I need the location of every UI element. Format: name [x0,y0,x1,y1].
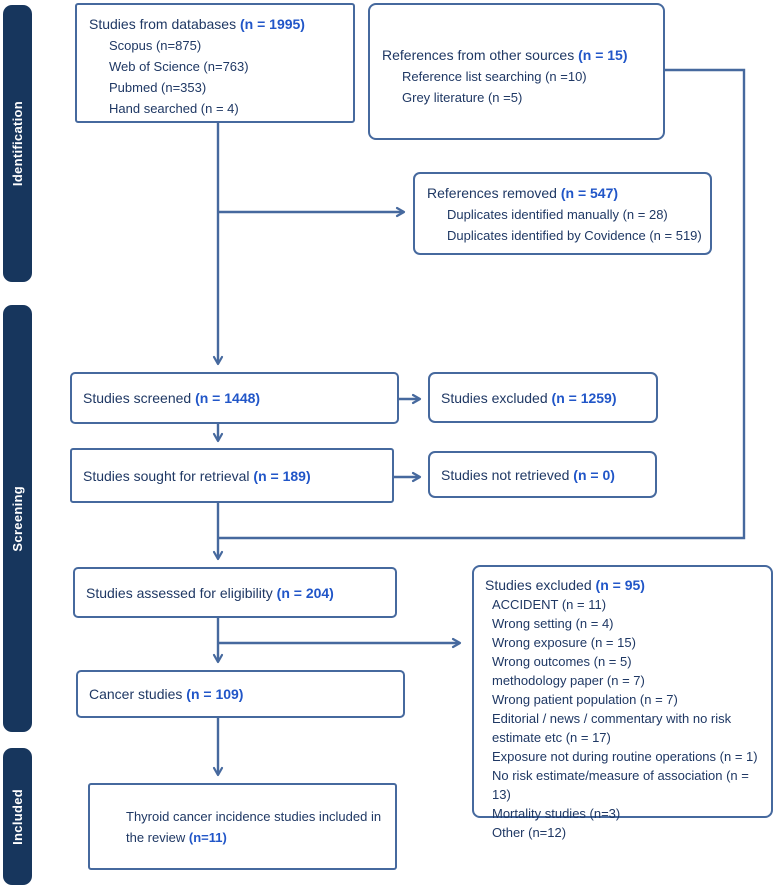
box-title: Thyroid cancer incidence studies include… [126,808,382,845]
count-badge: (n = 1448) [195,390,261,406]
stage-label-identification: Identification [10,100,25,187]
box-item: Other (n=12) [492,825,567,840]
box-studies-screened: Studies screened (n = 1448) [70,372,399,424]
box-studies-sought-retrieval: Studies sought for retrieval (n = 189) [70,448,394,503]
box-title: Studies excluded (n = 1259) [441,389,617,406]
box-studies-excluded-screening: Studies excluded (n = 1259) [428,372,658,423]
count-badge: (n = 15) [578,47,628,63]
count-badge: (n=11) [188,829,227,845]
box-item: Scopus (n=875) [109,38,202,53]
box-studies-not-retrieved: Studies not retrieved (n = 0) [428,451,657,498]
box-item: Wrong patient population (n = 7) [492,692,678,707]
box-studies-from-databases: Studies from databases (n = 1995) Scopus… [75,3,355,123]
box-references-removed: References removed (n = 547) Duplicates … [413,172,712,255]
box-item: ACCIDENT (n = 11) [492,597,607,612]
box-item: Reference list searching (n =10) [402,69,587,84]
box-item-list: Reference list searching (n =10) Grey lit… [402,66,659,108]
stage-bar-identification: Identification [3,5,32,282]
box-item: Hand searched (n = 4) [109,101,239,116]
count-badge: (n = 547) [560,185,619,201]
box-references-other-sources: References from other sources (n = 15) R… [368,3,665,140]
box-item: Mortality studies (n=3) [492,806,621,821]
stage-bar-screening: Screening [3,305,32,732]
box-item-list: Scopus (n=875) Web of Science (n=763) Pubm… [109,35,349,119]
box-title: Studies excluded (n = 95) [485,577,645,593]
box-item: Wrong setting (n = 4) [492,616,614,631]
box-item: methodology paper (n = 7) [492,673,645,688]
stage-bar-included: Included [3,748,32,885]
count-badge: (n = 189) [253,467,311,484]
box-title: Studies sought for retrieval (n = 189) [83,467,311,484]
box-studies-assessed-eligibility: Studies assessed for eligibility (n = 20… [73,567,397,618]
box-studies-excluded-eligibility: Studies excluded (n = 95) ACCIDENT (n = … [472,565,773,840]
box-title: Studies assessed for eligibility (n = 20… [86,584,334,601]
box-item: Pubmed (n=353) [109,80,207,95]
stage-label-included: Included [10,788,25,845]
box-title: Cancer studies (n = 109) [89,686,244,702]
box-item: Wrong exposure (n = 15) [492,635,636,650]
box-item: Wrong outcomes (n = 5) [492,654,632,669]
count-badge: (n = 109) [186,686,244,702]
box-title: Studies not retrieved (n = 0) [441,466,615,483]
box-item: Duplicates identified manually (n = 28) [447,207,668,222]
box-item: Duplicates identified by Covidence (n = … [447,228,702,243]
stage-label-screening: Screening [10,485,25,552]
box-item: Editorial / news / commentary with no ri… [492,711,732,745]
box-title: References removed (n = 547) [427,185,619,201]
box-thyroid-included: Thyroid cancer incidence studies include… [88,783,397,870]
count-badge: (n = 0) [573,466,615,483]
box-item-list: Duplicates identified manually (n = 28) D… [447,204,706,246]
box-item: Exposure not during routine operations (… [492,749,758,764]
box-item: Grey literature (n =5) [402,90,523,105]
count-badge: (n = 204) [276,584,334,601]
box-item: No risk estimate/measure of association … [492,768,749,802]
box-title: References from other sources (n = 15) [382,47,628,63]
box-title: Studies from databases (n = 1995) [89,16,305,32]
box-item-list: ACCIDENT (n = 11) Wrong setting (n = 4) Wr… [492,595,769,842]
box-title: Studies screened (n = 1448) [83,390,261,406]
count-badge: (n = 95) [595,577,645,593]
box-item: Web of Science (n=763) [109,59,249,74]
count-badge: (n = 1995) [239,16,305,32]
box-cancer-studies: Cancer studies (n = 109) [76,670,405,718]
count-badge: (n = 1259) [551,389,617,406]
